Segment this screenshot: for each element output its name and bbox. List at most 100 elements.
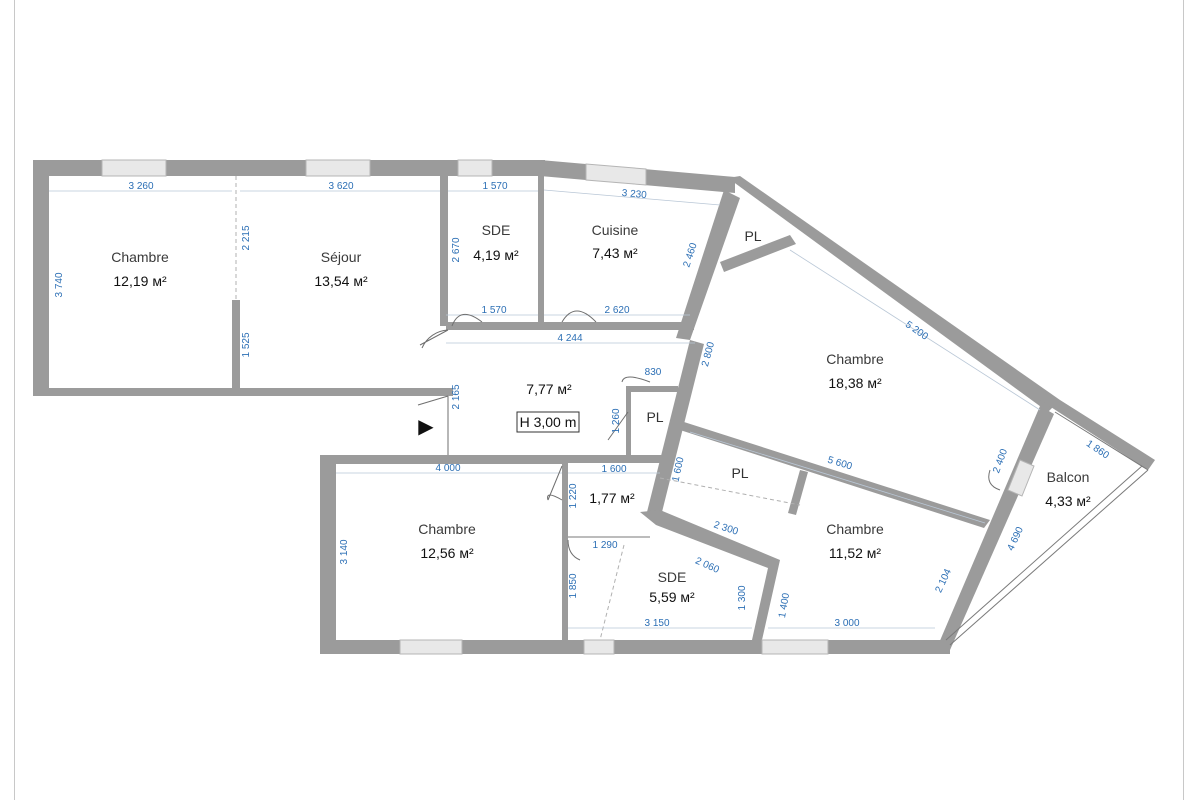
pl-label: PL — [646, 409, 663, 425]
room-area: 4,33 м² — [1045, 493, 1091, 509]
room-area: 5,59 м² — [649, 589, 695, 605]
room-area: 1,77 м² — [589, 490, 635, 506]
wall-left-bottom — [33, 388, 453, 396]
window — [457, 159, 493, 177]
height-box — [516, 411, 580, 433]
thin-lines — [235, 176, 1149, 646]
window — [583, 639, 615, 655]
pl-labels: PL PL PL — [646, 228, 761, 481]
door — [419, 329, 449, 349]
entrance-arrow-icon: ▶ — [418, 416, 434, 438]
room-area: 7,77 м² — [526, 381, 572, 397]
dimension-label: 2 400 — [991, 447, 1010, 475]
door — [561, 310, 597, 323]
dimension-label: 1 570 — [481, 305, 506, 316]
window — [305, 159, 371, 177]
wall-lower-left — [320, 455, 336, 654]
wall-lower-top — [320, 455, 565, 464]
dimension-label: 1 525 — [241, 332, 252, 357]
wall-kitchen-bottom — [446, 322, 694, 330]
dimension-label: 1 600 — [671, 456, 687, 483]
wall-right-slant — [936, 406, 1054, 650]
dimension-label: 2 104 — [933, 567, 954, 595]
room-name: Cuisine — [592, 222, 639, 238]
room-area: 13,54 м² — [314, 273, 368, 289]
window — [761, 639, 829, 655]
door — [417, 395, 449, 455]
wall-bedroom-divider — [680, 422, 990, 528]
wall-left — [33, 160, 49, 396]
wall-partition-2 — [440, 176, 448, 326]
dimension-label: 2 620 — [604, 305, 629, 316]
wall-balcony-top — [1040, 400, 1155, 470]
room-labels: Chambre 12,19 м² Séjour 13,54 м² SDE 4,1… — [111, 222, 1091, 605]
window — [399, 639, 463, 655]
dimension-label: 3 740 — [54, 272, 65, 297]
dimension-label: 1 600 — [601, 464, 626, 475]
wall-diagonal — [728, 176, 1060, 412]
pl-box-top — [626, 386, 678, 392]
dimension-label: 1 290 — [592, 540, 617, 551]
dimension-label: 2 215 — [241, 225, 252, 250]
room-name: SDE — [482, 222, 511, 238]
wall-pl-3 — [788, 470, 808, 515]
window — [1007, 459, 1035, 497]
dimension-labels: 3 260 3 620 1 570 3 230 3 740 2 215 1 52… — [54, 181, 1111, 629]
wall-lower-bedroom-right — [562, 455, 568, 643]
room-area: 12,19 м² — [113, 273, 167, 289]
window — [585, 163, 647, 186]
dimension-label: 4 690 — [1005, 525, 1026, 553]
pl-label: PL — [731, 465, 748, 481]
dimension-label: 3 150 — [644, 618, 669, 629]
dimension-label: 3 140 — [339, 539, 350, 564]
dimension-label: 3 620 — [328, 181, 353, 192]
pl-box-bottom — [626, 455, 666, 460]
room-name: Chambre — [111, 249, 169, 265]
room-area: 12,56 м² — [420, 545, 474, 561]
room-area: 4,19 м² — [473, 247, 519, 263]
room-area: 7,43 м² — [592, 245, 638, 261]
dimension-lines — [49, 189, 1041, 629]
height-label: H 3,00 m — [520, 414, 577, 430]
room-name: Chambre — [418, 521, 476, 537]
door — [607, 411, 629, 441]
room-area: 18,38 м² — [828, 375, 882, 391]
dimension-label: 1 220 — [568, 483, 579, 508]
door — [621, 376, 651, 383]
dimension-label: 2 060 — [693, 556, 721, 576]
room-name: Séjour — [321, 249, 362, 265]
window — [101, 159, 167, 177]
dimension-label: 1 300 — [737, 585, 748, 610]
room-name: SDE — [658, 569, 687, 585]
wall-sde-lower — [640, 510, 780, 640]
door — [451, 314, 483, 327]
dimension-label: 3 000 — [834, 618, 859, 629]
windows — [101, 159, 1035, 655]
wall-partition-3 — [538, 176, 544, 328]
dimension-label: 2 670 — [451, 237, 462, 262]
dimension-label: 1 570 — [482, 181, 507, 192]
dimension-label: 2 460 — [682, 241, 700, 269]
dimension-label: 1 260 — [611, 408, 622, 433]
door — [988, 469, 1001, 491]
dimension-label: 1 850 — [568, 573, 579, 598]
dimension-label: 4 244 — [557, 333, 582, 344]
wall-partition-1 — [232, 300, 240, 392]
dimension-label: 1 400 — [777, 592, 792, 619]
room-name: Chambre — [826, 521, 884, 537]
dimension-label: 4 000 — [435, 463, 460, 474]
dimension-label: 2 165 — [451, 384, 462, 409]
dimension-label: 3 230 — [621, 188, 647, 201]
room-area: 11,52 м² — [829, 545, 882, 561]
door — [567, 539, 581, 561]
room-name: Chambre — [826, 351, 884, 367]
wall-kitchen-right — [676, 190, 740, 340]
plan-frame — [14, 0, 1184, 800]
pl-box-left — [626, 386, 631, 458]
room-name: Balcon — [1047, 469, 1090, 485]
wall-pl-top — [720, 235, 796, 272]
door — [547, 465, 563, 501]
doors — [417, 310, 1001, 561]
wall-corridor-bottom — [562, 455, 662, 463]
